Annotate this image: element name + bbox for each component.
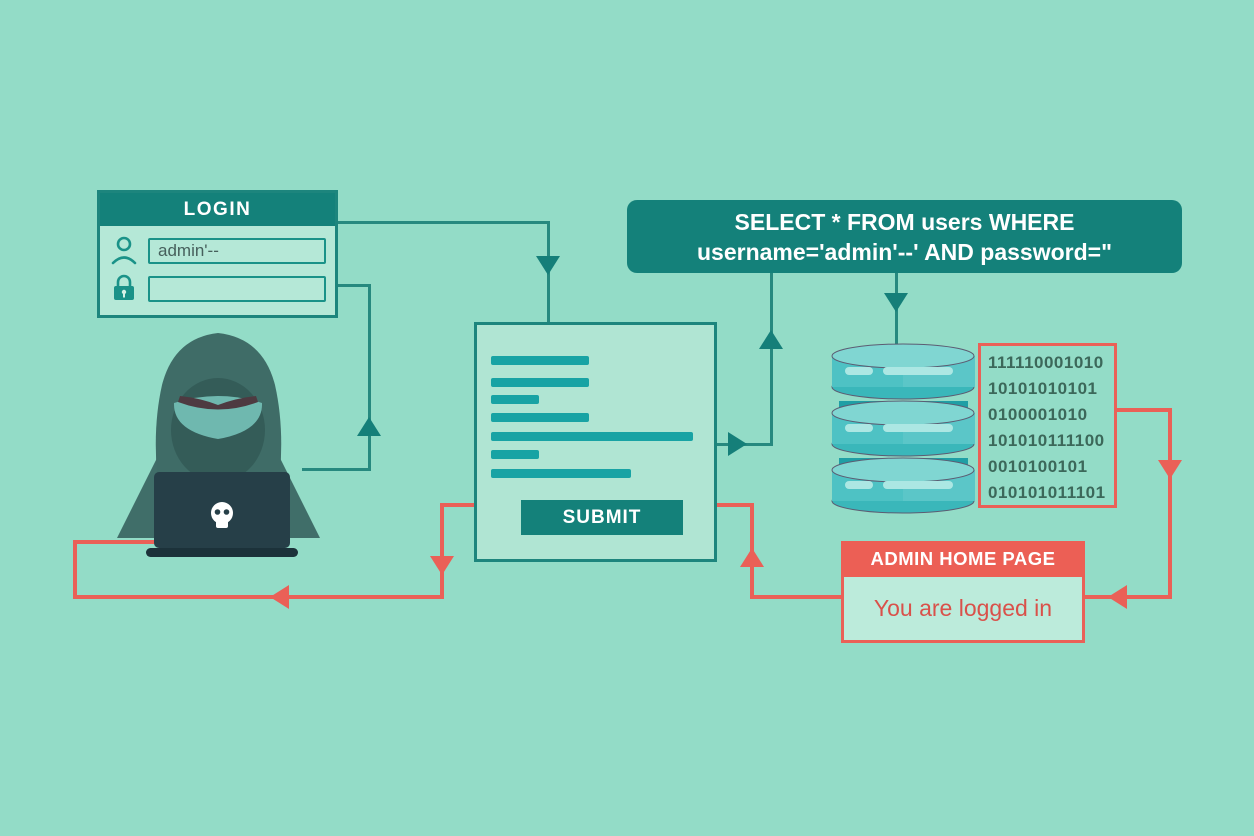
- flow-line-page-to-hacker: [440, 503, 444, 599]
- text-placeholder-bar: [491, 378, 589, 387]
- flow-line-page-to-hacker: [73, 595, 444, 599]
- flow-line-hacker-to-login: [338, 284, 371, 287]
- flow-line-binary-to-admin: [1115, 408, 1172, 412]
- flow-line-hacker-to-login: [302, 468, 371, 471]
- flow-line-page-to-hacker: [73, 540, 77, 599]
- laptop-base: [146, 548, 298, 557]
- binary-row: 111110001010: [988, 353, 1104, 372]
- flow-line-hacker-to-login: [368, 284, 371, 471]
- login-form-title: LOGIN: [100, 193, 335, 226]
- flow-line-binary-to-admin: [1168, 408, 1172, 599]
- text-placeholder-bar: [491, 469, 631, 478]
- flow-line-page-to-query: [770, 272, 773, 446]
- binary-row: 010101011101: [988, 483, 1106, 502]
- lock-icon: [111, 273, 137, 308]
- arrow-up-icon: [357, 417, 381, 436]
- sql-query-line2: username='admin'--' AND password=": [696, 238, 1112, 265]
- binary-data-panel: 111110001010 10101010101 0100001010 1010…: [978, 343, 1117, 508]
- text-placeholder-bar: [491, 450, 539, 459]
- sql-query-box: SELECT * FROM users WHERE username='admi…: [627, 200, 1182, 273]
- binary-row: 101010111100: [988, 431, 1105, 450]
- text-placeholder-bar: [491, 356, 589, 365]
- arrow-left-icon: [270, 585, 289, 609]
- web-page: SUBMIT: [474, 322, 717, 562]
- user-icon: [110, 236, 138, 271]
- flow-line-admin-to-page: [750, 595, 845, 599]
- arrow-up-icon: [740, 548, 764, 567]
- admin-home-page: ADMIN HOME PAGE You are logged in: [841, 541, 1085, 643]
- database-icon: [829, 343, 978, 520]
- text-placeholder-bar: [491, 432, 693, 441]
- binary-row: 10101010101: [988, 379, 1098, 398]
- binary-row: 0010100101: [988, 457, 1088, 476]
- admin-page-message: You are logged in: [841, 577, 1085, 643]
- hacker-eyes-shadow: [178, 396, 258, 410]
- arrow-left-icon: [1108, 585, 1127, 609]
- arrow-down-icon: [884, 293, 908, 312]
- text-placeholder-bar: [491, 395, 539, 404]
- username-input[interactable]: [148, 238, 326, 264]
- sql-query-line1: SELECT * FROM users WHERE: [734, 208, 1075, 235]
- password-input[interactable]: [148, 276, 326, 302]
- login-form: LOGIN: [97, 190, 338, 318]
- flow-line-page-to-hacker: [73, 540, 155, 544]
- arrow-right-icon: [728, 432, 747, 456]
- admin-page-title: ADMIN HOME PAGE: [841, 541, 1085, 577]
- flow-line-binary-to-admin: [1085, 595, 1172, 599]
- arrow-down-icon: [430, 556, 454, 575]
- hacker-figure: [112, 330, 325, 567]
- submit-button[interactable]: SUBMIT: [521, 500, 683, 535]
- skull-icon: [211, 502, 233, 528]
- text-placeholder-bar: [491, 413, 589, 422]
- flow-line-login-to-page: [338, 221, 550, 224]
- arrow-down-icon: [536, 256, 560, 275]
- arrow-up-icon: [759, 330, 783, 349]
- arrow-down-icon: [1158, 460, 1182, 479]
- binary-row: 0100001010: [988, 405, 1088, 424]
